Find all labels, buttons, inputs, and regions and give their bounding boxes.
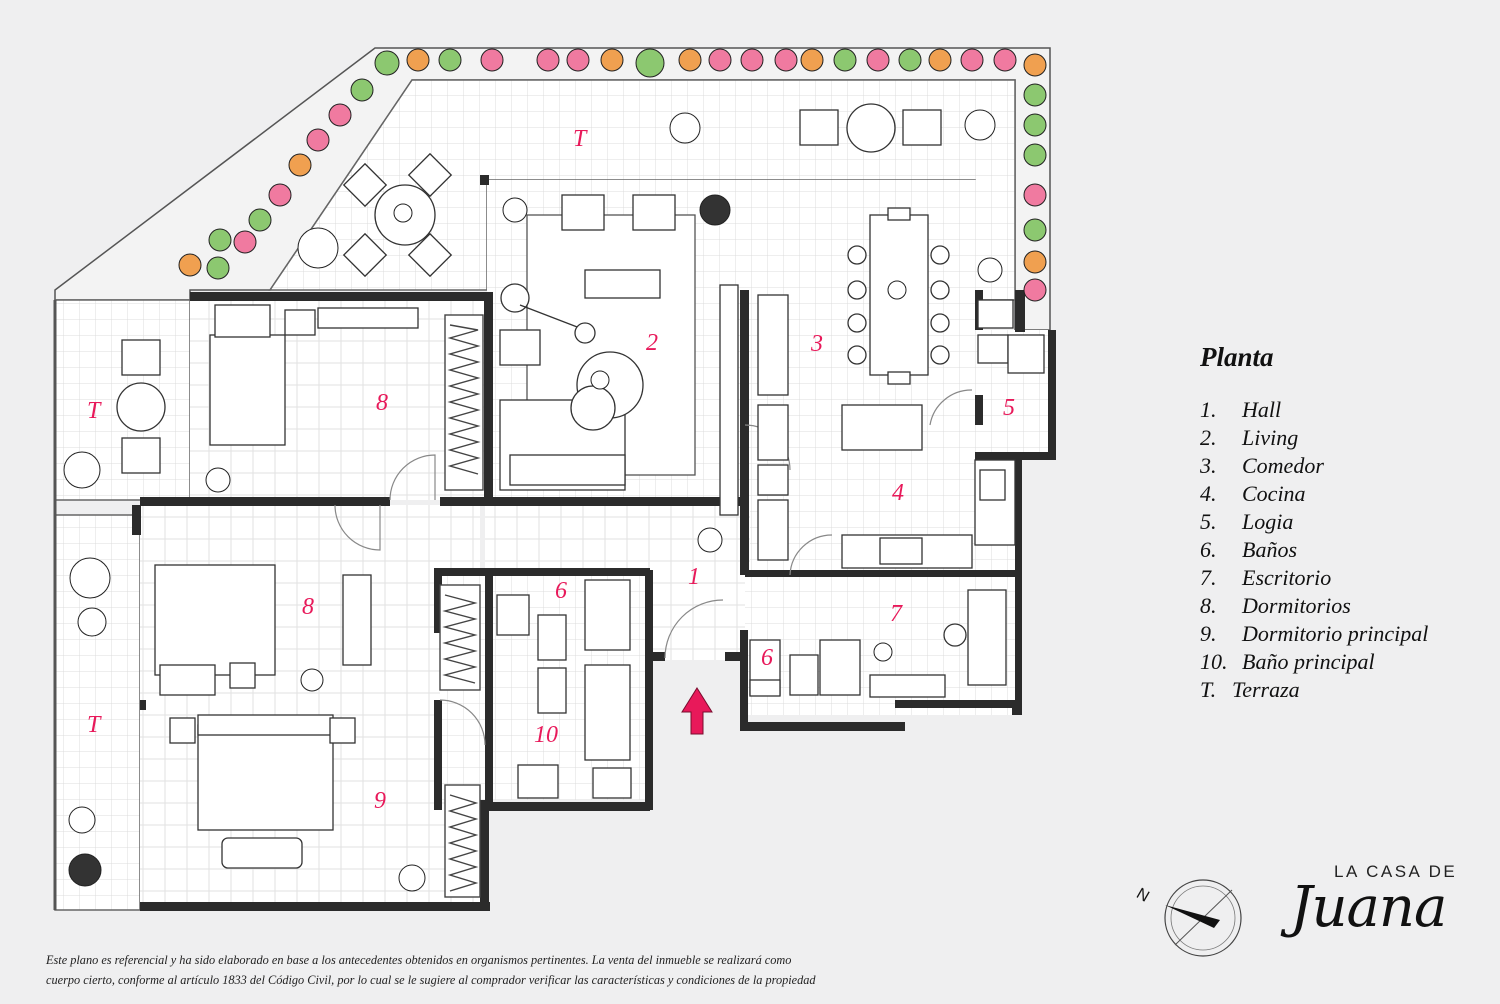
legend-item: 7. Escritorio — [1200, 564, 1428, 592]
legend-item: T. Terraza — [1200, 676, 1428, 704]
legend-item: 8. Dormitorios — [1200, 592, 1428, 620]
room-labels: T T T 1 2 3 4 5 6 6 7 8 8 9 10 — [87, 126, 1015, 814]
legend-item: 5. Logia — [1200, 508, 1428, 536]
disclaimer-line: Este plano es referencial y ha sido elab… — [46, 953, 792, 967]
legend-item-name: Logia — [1242, 509, 1294, 534]
legend-item-name: Living — [1242, 425, 1299, 450]
plants — [63, 48, 1047, 892]
walls — [132, 175, 1056, 911]
legend-item-number: 4. — [1200, 481, 1217, 506]
legend-title: Planta — [1200, 342, 1274, 372]
room-label-terrace-top: T — [573, 126, 588, 152]
brand-name-top: LA CASA DE — [1334, 862, 1458, 881]
disclaimer-line: cuerpo cierto, conforme al artículo 1833… — [46, 973, 816, 987]
entrance-arrow-icon — [681, 687, 713, 735]
legend-item-number: 8. — [1200, 593, 1217, 618]
legend-item: 2. Living — [1200, 424, 1428, 452]
room-label-living: 2 — [646, 330, 658, 356]
legend-item-name: Escritorio — [1242, 565, 1332, 590]
brand-logo-script: Juana — [1290, 875, 1447, 940]
legend-item-name: Comedor — [1242, 453, 1324, 478]
room-label-dormitorio-left: 8 — [302, 594, 314, 620]
room-label-hall: 1 — [688, 564, 700, 590]
legend-item-name: Baño principal — [1242, 649, 1375, 674]
legend-item-number: 1. — [1200, 397, 1217, 422]
legend-item-name: Dormitorios — [1242, 593, 1351, 618]
north-label: N — [1133, 885, 1152, 906]
north-compass-icon: N — [1133, 879, 1242, 957]
room-label-comedor: 3 — [810, 331, 823, 357]
legend-item: 9. Dormitorio principal — [1200, 620, 1428, 648]
room-label-bano-left: 6 — [555, 578, 567, 604]
legend-item-number: 9. — [1200, 621, 1217, 646]
closets — [439, 314, 484, 898]
room-label-terrace-left: T — [87, 398, 102, 424]
legend-item-number: 2. — [1200, 425, 1217, 450]
legend-item: 10. Baño principal — [1200, 648, 1428, 676]
legend-item-name: Terraza — [1232, 677, 1300, 702]
furniture — [116, 103, 1045, 869]
legend-item: 6. Baños — [1200, 536, 1428, 564]
room-label-terrace-bottom: T — [87, 712, 102, 738]
legend-item-name: Dormitorio principal — [1242, 621, 1429, 646]
room-label-escritorio: 7 — [890, 601, 903, 627]
room-label-dormitorio-principal: 9 — [374, 788, 386, 814]
legend-item-number: 3. — [1200, 453, 1217, 478]
legend-item-name: Cocina — [1242, 481, 1306, 506]
disclaimer: Este plano es referencial y ha sido elab… — [46, 950, 1056, 990]
room-legend: 1. Hall 2. Living 3. Comedor 4. Cocina 5. Log… — [1200, 396, 1428, 704]
legend-item-number: 7. — [1200, 565, 1217, 590]
legend-item-number: T. — [1200, 677, 1217, 702]
room-label-bano-principal: 10 — [534, 722, 558, 748]
legend-item-number: 6. — [1200, 537, 1217, 562]
legend-item-name: Hall — [1242, 397, 1282, 422]
legend-item: 1. Hall — [1200, 396, 1428, 424]
legend-item: 3. Comedor — [1200, 452, 1428, 480]
room-label-cocina: 4 — [892, 480, 904, 506]
room-label-logia: 5 — [1003, 395, 1015, 421]
room-label-dormitorio-top: 8 — [376, 390, 388, 416]
legend-item-number: 5. — [1200, 509, 1217, 534]
legend-item-number: 10. — [1200, 649, 1228, 674]
legend-item: 4. Cocina — [1200, 480, 1428, 508]
legend-item-name: Baños — [1242, 537, 1297, 562]
room-label-bano-right: 6 — [761, 645, 773, 671]
